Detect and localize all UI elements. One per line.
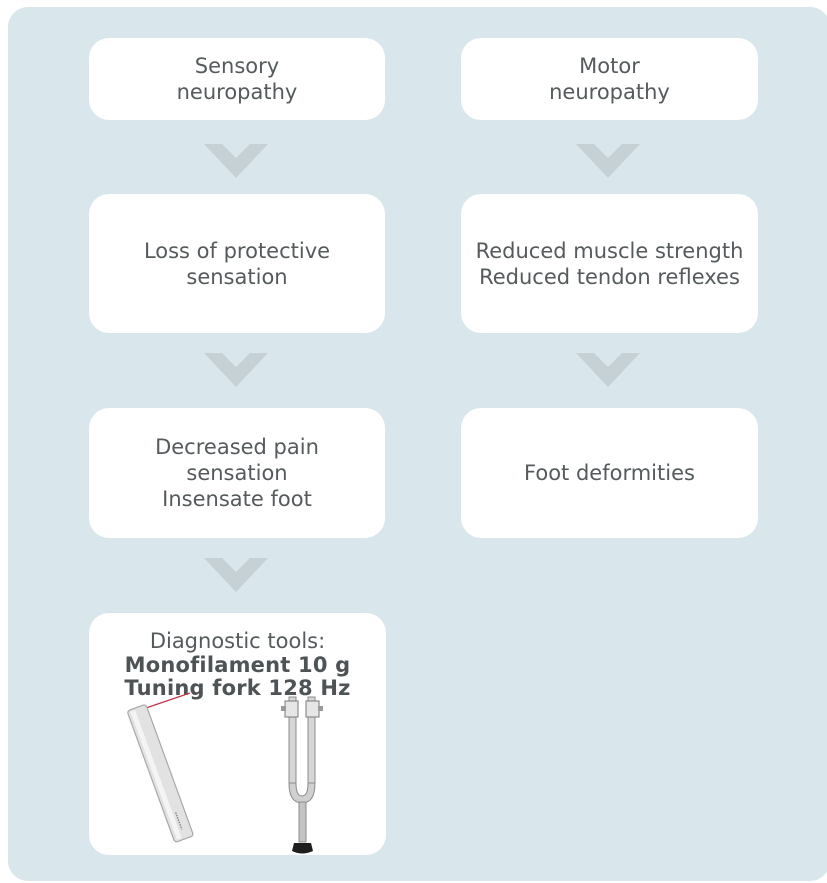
motor-line-2: neuropathy xyxy=(549,79,670,105)
loss-line-1: Loss of protective xyxy=(144,238,330,264)
decreased-line-2: sensation xyxy=(186,460,287,486)
chevron-down-icon xyxy=(204,558,268,592)
decreased-pain-sensation-box: Decreased pain sensation Insensate foot xyxy=(89,408,385,538)
reduced-line-2: Reduced tendon reflexes xyxy=(479,264,740,290)
diagram-panel: Sensory neuropathy Loss of protective se… xyxy=(8,7,827,881)
reduced-muscle-strength-box: Reduced muscle strength Reduced tendon r… xyxy=(461,194,758,333)
sensory-neuropathy-box: Sensory neuropathy xyxy=(89,38,385,120)
foot-deformities-box: Foot deformities xyxy=(461,408,758,538)
foot-line-1: Foot deformities xyxy=(524,460,695,486)
loss-line-2: sensation xyxy=(186,264,287,290)
chevron-down-icon xyxy=(204,144,268,178)
sensory-line-1: Sensory xyxy=(195,53,279,79)
chevron-down-icon xyxy=(204,353,268,387)
decreased-line-3: Insensate foot xyxy=(162,486,312,512)
tuning-fork-icon xyxy=(89,613,386,855)
chevron-down-icon xyxy=(576,353,640,387)
decreased-line-1: Decreased pain xyxy=(155,434,319,460)
reduced-line-1: Reduced muscle strength xyxy=(476,238,744,264)
sensory-line-2: neuropathy xyxy=(177,79,298,105)
loss-of-protective-sensation-box: Loss of protective sensation xyxy=(89,194,385,333)
diagnostic-tools-box: Diagnostic tools: Monofilament 10 g Tuni… xyxy=(89,613,386,855)
motor-line-1: Motor xyxy=(579,53,640,79)
chevron-down-icon xyxy=(576,144,640,178)
motor-neuropathy-box: Motor neuropathy xyxy=(461,38,758,120)
